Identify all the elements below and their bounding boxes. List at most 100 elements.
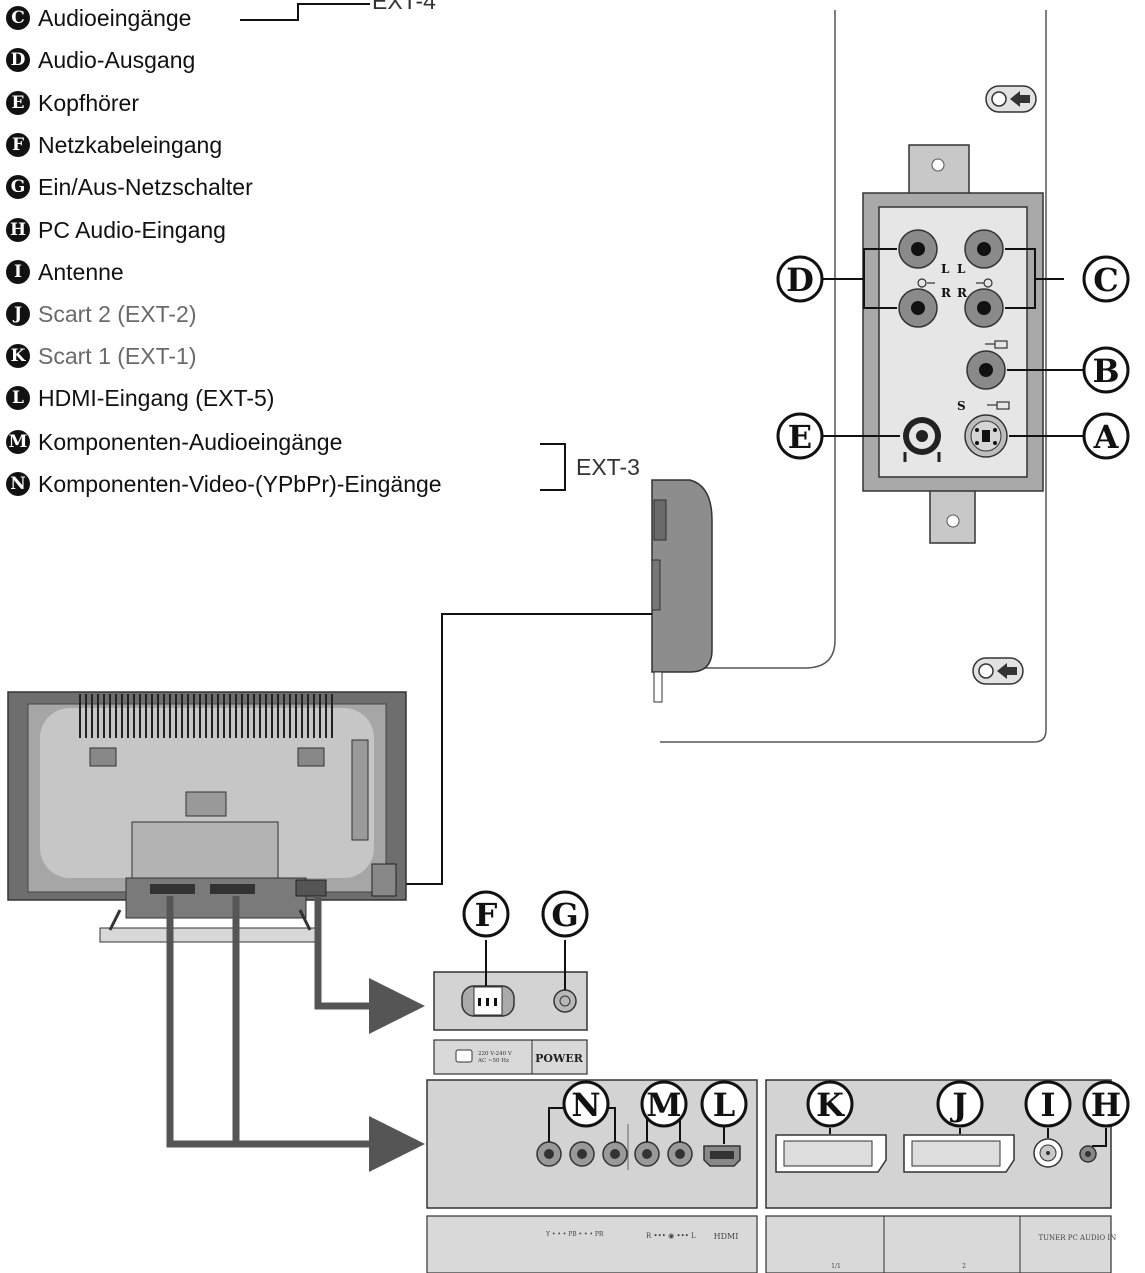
callout-h: H — [1082, 1080, 1130, 1128]
ext3-label: EXT-3 — [576, 454, 640, 480]
callout-l: L — [700, 1080, 748, 1128]
side-panel-outline — [660, 10, 1047, 743]
rca-jack-icon — [898, 229, 938, 269]
callout-f: F — [462, 890, 510, 938]
pc-audio-jack-icon — [1079, 1145, 1097, 1163]
legend-item-e: E Kopfhörer — [6, 89, 139, 117]
callout-k: K — [806, 1080, 854, 1128]
legend-item-n: N Komponenten-Video-(YPbPr)-Eingänge — [6, 470, 442, 498]
legend-item-j: J Scart 2 (EXT-2) — [6, 300, 196, 328]
legend-item-d: D Audio-Ausgang — [6, 46, 195, 74]
svideo-jack-icon — [964, 414, 1008, 458]
letter-badge-icon: J — [6, 302, 30, 326]
letter-badge-icon: M — [6, 430, 30, 454]
legend-label: Scart 2 (EXT-2) — [38, 301, 197, 327]
legend-item-h: H PC Audio-Eingang — [6, 216, 226, 244]
legend-item-f: F Netzkabeleingang — [6, 131, 222, 159]
svg-text:D: D — [786, 261, 814, 299]
legend-item-i: I Antenne — [6, 258, 124, 286]
rca-jack-icon — [898, 288, 938, 328]
svg-text:G: G — [551, 896, 578, 934]
side-arrow-icon-bottom — [972, 657, 1024, 685]
callout-c: C — [1082, 255, 1130, 303]
voltage-line: AC ~50 Hz — [477, 1058, 509, 1064]
legend-label: Komponenten-Audioeingänge — [38, 429, 343, 455]
scart2-number-label: 2 — [962, 1263, 966, 1270]
voltage-line: 220 V-240 V — [478, 1051, 513, 1057]
legend-label: Audioeingänge — [38, 5, 192, 31]
letter-badge-icon: H — [6, 218, 30, 242]
tuner-label: TUNER — [1038, 1234, 1066, 1242]
letter-badge-icon: C — [6, 6, 30, 30]
jack-label-l: L — [941, 262, 950, 276]
letter-badge-icon: G — [6, 175, 30, 199]
hdmi-port-icon — [703, 1145, 741, 1167]
svg-text:K: K — [816, 1086, 845, 1124]
headphone-jack-icon — [903, 417, 941, 462]
tv-back-view — [7, 691, 407, 943]
legend-item-g: G Ein/Aus-Netzschalter — [6, 173, 253, 201]
audio-out-symbol-icon — [917, 278, 935, 288]
svg-text:H: H — [1091, 1086, 1121, 1124]
side-av-module — [862, 144, 1044, 544]
svg-text:L: L — [713, 1086, 736, 1124]
svg-text:F: F — [475, 896, 498, 934]
jack-label-l: L — [957, 262, 966, 276]
legend-label: Komponenten-Video-(YPbPr)-Eingänge — [38, 471, 442, 497]
legend-label: Antenne — [38, 259, 124, 285]
legend-label: Ein/Aus-Netzschalter — [38, 174, 253, 200]
component-audio-jack-icon — [634, 1141, 660, 1167]
power-label: POWER — [535, 1052, 584, 1065]
pc-audio-label: PC AUDIO IN — [1068, 1234, 1116, 1242]
jack-label-r: R — [957, 286, 968, 300]
jack-label-r: R — [941, 286, 952, 300]
legend-label: Kopfhörer — [38, 90, 140, 116]
svg-text:N: N — [571, 1086, 600, 1124]
audio-rl-label: R ••• ◉ ••• L — [646, 1232, 696, 1240]
tv-side-profile — [651, 479, 713, 703]
legend-bracket-lines — [240, 3, 566, 491]
callout-i: I — [1024, 1080, 1072, 1128]
callout-d: D — [776, 255, 824, 303]
svideo-in-symbol-icon — [987, 401, 1010, 410]
ypbpr-label: Y • • • PB • • • PR — [545, 1231, 604, 1238]
letter-badge-icon: I — [6, 260, 30, 284]
hdmi-label: HDMI — [714, 1232, 739, 1241]
svg-text:I: I — [1041, 1086, 1056, 1124]
scart-port-icon — [903, 1134, 1015, 1173]
letter-badge-icon: F — [6, 133, 30, 157]
legend-label: PC Audio-Eingang — [38, 217, 226, 243]
letter-badge-icon: D — [6, 48, 30, 72]
video-in-symbol-icon — [985, 340, 1008, 349]
legend-label: Audio-Ausgang — [38, 47, 196, 73]
tv-to-side-connector — [396, 613, 652, 885]
connection-arrows — [166, 896, 425, 1172]
component-video-jack-icon — [602, 1141, 628, 1167]
scart1-number-label: 1/1 — [831, 1263, 841, 1270]
callout-e: E — [776, 412, 824, 460]
scart-port-icon — [775, 1134, 887, 1173]
component-audio-jack-icon — [667, 1141, 693, 1167]
rca-jack-icon — [964, 229, 1004, 269]
power-socket-icon — [461, 985, 515, 1017]
callout-b: B — [1082, 346, 1130, 394]
legend-label: HDMI-Eingang (EXT-5) — [38, 385, 275, 411]
callout-g: G — [541, 890, 589, 938]
legend-label: Scart 1 (EXT-1) — [38, 343, 197, 369]
svg-text:C: C — [1093, 261, 1118, 299]
legend-label: Netzkabeleingang — [38, 132, 223, 158]
letter-badge-icon: L — [6, 386, 30, 410]
side-callout-lines — [822, 248, 1083, 437]
callout-a: A — [1082, 412, 1130, 460]
legend-item-k: K Scart 1 (EXT-1) — [6, 342, 196, 370]
letter-badge-icon: K — [6, 344, 30, 368]
legend-item-m: M Komponenten-Audioeingänge — [6, 428, 342, 456]
component-video-jack-icon — [536, 1141, 562, 1167]
ext4-label: EXT-4 — [372, 0, 436, 14]
callout-m: M — [640, 1080, 688, 1128]
rca-jack-icon — [966, 350, 1006, 390]
audio-in-symbol-icon — [976, 278, 993, 288]
svg-text:E: E — [788, 418, 812, 456]
letter-badge-icon: E — [6, 91, 30, 115]
